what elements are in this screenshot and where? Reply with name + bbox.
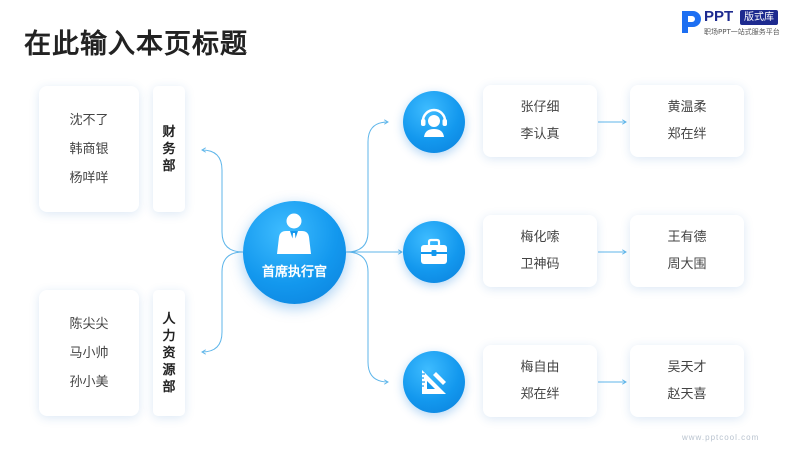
- branch-3-first-card: 梅自由 郑在绊: [483, 345, 597, 417]
- logo-mark-icon: [682, 11, 701, 33]
- branch-2-first-name-1: 梅化嗦: [520, 230, 560, 245]
- ceo-label: 首席执行官: [261, 265, 327, 280]
- connector-ceo-hr: [201, 251, 244, 355]
- branch-1-second-card: 黄温柔 郑在绊: [630, 85, 744, 157]
- branch-2-second-name-2: 周大围: [667, 257, 707, 272]
- toolbox-icon: [421, 238, 447, 264]
- finance-department-label: 财务部: [162, 124, 176, 174]
- branch-3-second-card: 吴天才 赵天喜: [630, 345, 744, 417]
- ceo-node: 首席执行官: [243, 201, 346, 304]
- page-title: 在此输入本页标题: [24, 29, 248, 60]
- branch-3-first-name-1: 梅自由: [520, 360, 560, 375]
- branch-1-first-card: 张仔细 李认真: [483, 85, 597, 157]
- branch-2-second-name-1: 王有德: [667, 230, 707, 245]
- connector-ceo-finance: [201, 147, 244, 253]
- brand-logo: PPT 版式库 职场PPT一站式服务平台: [680, 8, 794, 38]
- branch-3-icon-circle: [403, 351, 465, 413]
- executive-person-icon: [277, 213, 311, 254]
- watermark: www.pptcool.com: [682, 433, 760, 442]
- hr-department-label: 人力资源部: [162, 311, 176, 395]
- branch-3-second-name-1: 吴天才: [667, 360, 707, 375]
- finance-member-2: 韩商银: [69, 141, 109, 157]
- logo-badge: 版式库: [740, 10, 778, 25]
- hr-member-1: 陈尖尖: [69, 316, 109, 332]
- hr-members-card: 陈尖尖 马小帅 孙小美: [39, 290, 139, 416]
- branch-3-first-name-2: 郑在绊: [520, 387, 560, 402]
- branch-2-first-name-2: 卫神码: [520, 257, 560, 272]
- ruler-triangle-icon: [422, 370, 446, 394]
- logo-brand: PPT: [704, 8, 734, 25]
- finance-member-1: 沈不了: [69, 112, 109, 128]
- branch-1-second-name-2: 郑在绊: [667, 127, 707, 142]
- branch-3-second-name-2: 赵天喜: [667, 387, 707, 402]
- finance-department-box: 财务部: [153, 86, 185, 212]
- hr-member-2: 马小帅: [69, 345, 109, 361]
- branch-1-first-name-2: 李认真: [520, 127, 560, 142]
- branch-2-first-card: 梅化嗦 卫神码: [483, 215, 597, 287]
- logo-tagline: 职场PPT一站式服务平台: [704, 28, 780, 36]
- branch-1-second-name-1: 黄温柔: [667, 100, 707, 115]
- connector-ceo-branch-1: [345, 119, 389, 253]
- hr-member-3: 孙小美: [69, 374, 109, 390]
- branch-1-icon-circle: [403, 91, 465, 153]
- branch-2-icon-circle: [403, 221, 465, 283]
- hr-department-box: 人力资源部: [153, 290, 185, 416]
- customer-service-headset-icon: [421, 108, 447, 137]
- finance-members-card: 沈不了 韩商银 杨咩咩: [39, 86, 139, 212]
- finance-member-3: 杨咩咩: [69, 170, 109, 186]
- connector-ceo-branch-3: [345, 251, 389, 385]
- branch-2-second-card: 王有德 周大围: [630, 215, 744, 287]
- branch-1-first-name-1: 张仔细: [520, 100, 560, 115]
